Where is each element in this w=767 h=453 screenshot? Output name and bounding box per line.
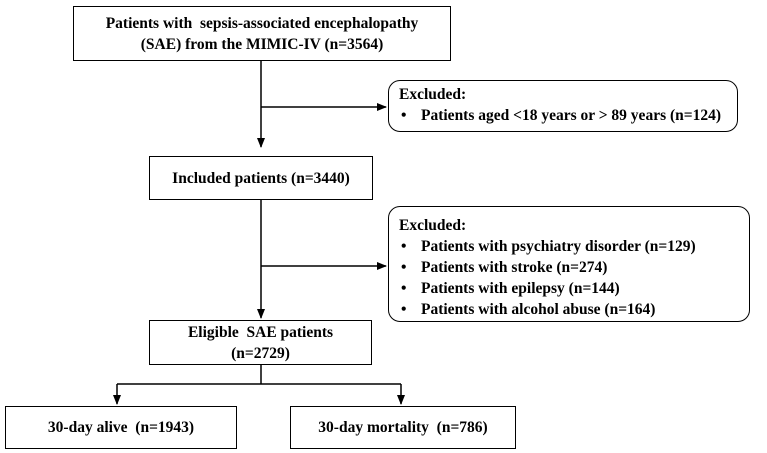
outcome-mortality-box: 30-day mortality (n=786): [290, 406, 516, 449]
exclusion-1-list: Patients aged <18 years or > 89 years (n…: [399, 105, 727, 126]
source-population-box: Patients with sepsis-associated encephal…: [73, 6, 451, 61]
exclusion-2-item-epilepsy: Patients with epilepsy (n=144): [399, 278, 739, 299]
exclusion-box-comorbidities: Excluded: Patients with psychiatry disor…: [388, 206, 750, 322]
source-line-1: Patients with sepsis-associated encephal…: [105, 14, 419, 32]
outcome-alive-label: 30-day alive (n=1943): [47, 419, 195, 436]
eligible-line-2: (n=2729): [231, 344, 290, 362]
eligible-patients-box: Eligible SAE patients (n=2729): [149, 320, 372, 365]
source-line-2: (SAE) from the MIMIC-IV (n=3564): [140, 35, 384, 53]
exclusion-box-age: Excluded: Patients aged <18 years or > 8…: [388, 80, 738, 132]
eligible-line-1: Eligible SAE patients: [187, 323, 334, 341]
outcome-alive-box: 30-day alive (n=1943): [5, 406, 237, 449]
exclusion-1-title: Excluded:: [399, 86, 467, 103]
exclusion-2-item-stroke: Patients with stroke (n=274): [399, 257, 739, 278]
exclusion-2-list: Patients with psychiatry disorder (n=129…: [399, 236, 739, 320]
exclusion-2-title: Excluded:: [399, 217, 467, 234]
exclusion-1-item: Patients aged <18 years or > 89 years (n…: [399, 105, 727, 126]
exclusion-2-item-psychiatry: Patients with psychiatry disorder (n=129…: [399, 236, 739, 257]
outcome-mortality-label: 30-day mortality (n=786): [318, 419, 488, 436]
exclusion-2-item-alcohol: Patients with alcohol abuse (n=164): [399, 299, 739, 320]
included-label: Included patients (n=3440): [172, 169, 350, 187]
included-patients-box: Included patients (n=3440): [149, 156, 373, 200]
